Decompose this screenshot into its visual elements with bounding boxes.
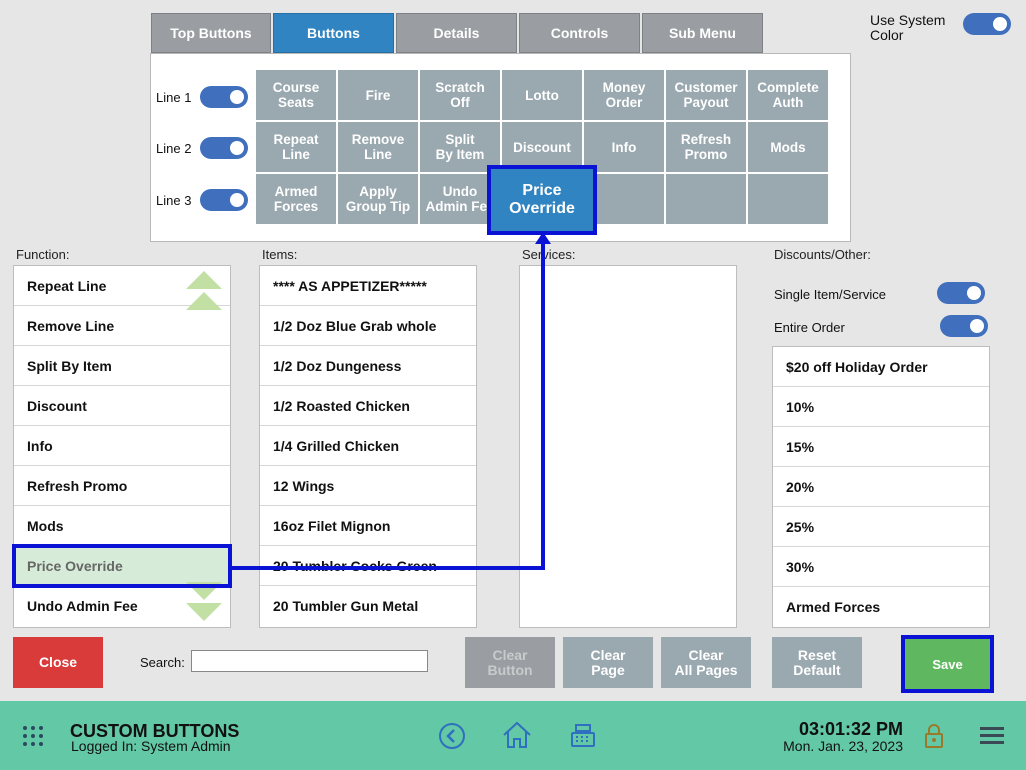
logged-in-label: Logged In: System Admin <box>71 738 231 754</box>
list-item[interactable]: Remove Line <box>14 306 230 346</box>
function-label: Function: <box>16 247 70 262</box>
grid-button-empty[interactable] <box>665 173 747 225</box>
discounts-label: Discounts/Other: <box>774 247 871 262</box>
services-label: Services: <box>522 247 576 262</box>
grid-button[interactable]: Armed Forces <box>255 173 337 225</box>
list-item[interactable]: 1/2 Doz Dungeness <box>260 346 476 386</box>
discounts-list: $20 off Holiday Order 10% 15% 20% 25% 30… <box>772 346 990 628</box>
tab-top-buttons[interactable]: Top Buttons <box>151 13 271 53</box>
grid-button[interactable]: Customer Payout <box>665 69 747 121</box>
grid-button[interactable]: Money Order <box>583 69 665 121</box>
clear-button-button[interactable]: Clear Button <box>465 637 555 688</box>
single-item-service-toggle[interactable] <box>937 282 985 304</box>
line-1-label: Line 1 <box>156 89 192 105</box>
scroll-down-icon[interactable] <box>186 603 222 621</box>
list-item[interactable]: Info <box>14 426 230 466</box>
back-circle-icon[interactable] <box>438 722 466 750</box>
grid-button[interactable]: Discount <box>501 121 583 173</box>
close-button[interactable]: Close <box>13 637 103 688</box>
list-item[interactable]: Refresh Promo <box>14 466 230 506</box>
list-item[interactable]: 20 Tumbler Gun Metal <box>273 598 419 614</box>
clear-all-pages-button[interactable]: Clear All Pages <box>661 637 751 688</box>
tab-details[interactable]: Details <box>396 13 517 53</box>
list-item[interactable]: 12 Wings <box>260 466 476 506</box>
grid-button[interactable]: Fire <box>337 69 419 121</box>
lock-icon[interactable] <box>923 723 945 749</box>
items-list: **** AS APPETIZER***** 1/2 Doz Blue Grab… <box>259 265 477 628</box>
list-item[interactable]: Split By Item <box>14 346 230 386</box>
grid-button[interactable]: Lotto <box>501 69 583 121</box>
scroll-down-icon[interactable] <box>186 582 222 600</box>
scroll-up-icon[interactable] <box>186 271 222 289</box>
grid-button[interactable]: Split By Item <box>419 121 501 173</box>
grid-button[interactable]: Remove Line <box>337 121 419 173</box>
list-item[interactable]: 20% <box>773 467 989 507</box>
line-3-label: Line 3 <box>156 192 192 208</box>
list-item-selected[interactable]: Price Override <box>14 546 230 586</box>
list-item[interactable]: Undo Admin Fee <box>27 598 138 614</box>
list-item[interactable]: 16oz Filet Mignon <box>260 506 476 546</box>
grid-button-empty[interactable] <box>747 173 829 225</box>
grid-button[interactable]: Mods <box>747 121 829 173</box>
line-3-toggle[interactable] <box>200 189 248 211</box>
list-item[interactable]: 30% <box>773 547 989 587</box>
list-item[interactable]: 15% <box>773 427 989 467</box>
scroll-up-icon[interactable] <box>186 292 222 310</box>
save-button[interactable]: Save <box>901 635 994 693</box>
list-item[interactable]: 10% <box>773 387 989 427</box>
single-item-service-label: Single Item/Service <box>774 287 886 302</box>
grid-button[interactable]: Refresh Promo <box>665 121 747 173</box>
line-2-toggle[interactable] <box>200 137 248 159</box>
footer-bar: CUSTOM BUTTONS Logged In: System Admin 0… <box>0 701 1026 770</box>
tab-buttons[interactable]: Buttons <box>273 13 394 53</box>
page-title: CUSTOM BUTTONS <box>70 721 240 741</box>
button-grid: Course Seats Fire Scratch Off Lotto Mone… <box>255 69 829 235</box>
entire-order-label: Entire Order <box>774 320 845 335</box>
entire-order-toggle[interactable] <box>940 315 988 337</box>
grid-button-price-override[interactable]: Price Override <box>487 165 597 235</box>
grid-menu-icon[interactable] <box>22 725 44 747</box>
clock-date: Mon. Jan. 23, 2023 <box>783 738 903 754</box>
clear-page-button[interactable]: Clear Page <box>563 637 653 688</box>
grid-button[interactable]: Repeat Line <box>255 121 337 173</box>
list-item[interactable]: $20 off Holiday Order <box>773 347 989 387</box>
use-system-color-toggle[interactable] <box>963 13 1011 35</box>
grid-button[interactable]: Scratch Off <box>419 69 501 121</box>
tab-sub-menu[interactable]: Sub Menu <box>642 13 763 53</box>
list-item[interactable]: 20 Tumbler Cocks Green <box>260 546 476 586</box>
tab-controls[interactable]: Controls <box>519 13 640 53</box>
grid-button[interactable]: Info <box>583 121 665 173</box>
items-label: Items: <box>262 247 298 262</box>
line-3-row: Line 3 <box>156 188 248 212</box>
list-item[interactable]: 1/2 Doz Blue Grab whole <box>260 306 476 346</box>
home-icon[interactable] <box>501 720 533 750</box>
grid-button[interactable]: Apply Group Tip <box>337 173 419 225</box>
grid-button[interactable]: Course Seats <box>255 69 337 121</box>
list-item[interactable]: Repeat Line <box>14 266 230 306</box>
search-input[interactable] <box>191 650 428 672</box>
list-item[interactable]: **** AS APPETIZER***** <box>260 266 476 306</box>
line-1-row: Line 1 <box>156 85 248 109</box>
list-item[interactable]: Armed Forces <box>786 599 881 615</box>
list-item[interactable]: Mods <box>14 506 230 546</box>
grid-button-empty[interactable] <box>583 173 665 225</box>
cash-register-icon[interactable] <box>569 721 597 749</box>
list-item[interactable]: 25% <box>773 507 989 547</box>
list-item[interactable]: 1/4 Grilled Chicken <box>260 426 476 466</box>
reset-default-button[interactable]: Reset Default <box>772 637 862 688</box>
list-item[interactable]: 1/2 Roasted Chicken <box>260 386 476 426</box>
grid-button[interactable]: Undo Admin Fee <box>419 173 501 225</box>
line-2-label: Line 2 <box>156 140 192 156</box>
clock-time: 03:01:32 PM <box>798 719 903 739</box>
line-2-row: Line 2 <box>156 136 248 160</box>
list-item[interactable]: Discount <box>14 386 230 426</box>
services-list[interactable] <box>519 265 737 628</box>
line-1-toggle[interactable] <box>200 86 248 108</box>
hamburger-menu-icon[interactable] <box>980 726 1004 746</box>
search-label: Search: <box>140 655 185 670</box>
grid-button[interactable]: Complete Auth <box>747 69 829 121</box>
function-list: Repeat Line Remove Line Split By Item Di… <box>13 265 231 628</box>
use-system-color-label: Use System Color <box>870 12 946 43</box>
